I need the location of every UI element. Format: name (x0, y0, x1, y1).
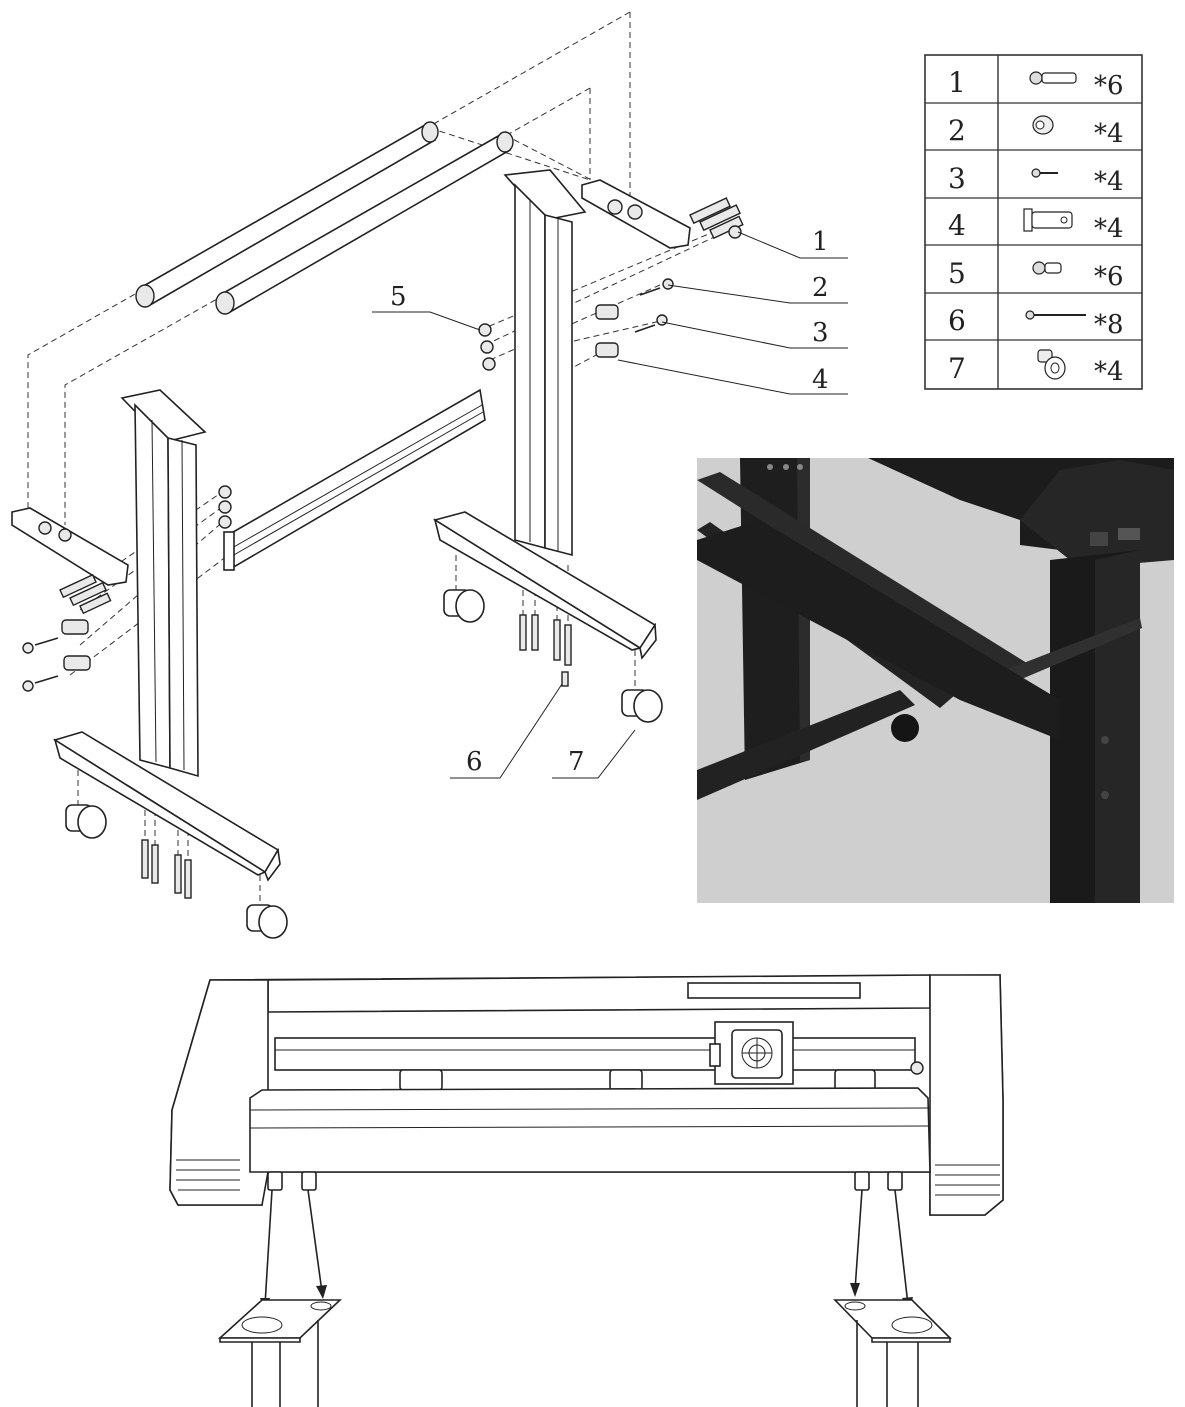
part-number: 6 (948, 304, 966, 337)
callout-1: 1 (737, 227, 848, 259)
short-screw-icon (1031, 168, 1058, 178)
callout-6: 6 (450, 683, 563, 779)
parts-row: 6 *8 (948, 304, 1124, 340)
left-stand-top (217, 1299, 343, 1407)
part-number: 7 (948, 352, 966, 385)
vertical-screws (141, 614, 572, 899)
callout-4: 4 (617, 359, 848, 395)
callout-5: 5 (372, 282, 481, 331)
caster-icon (1037, 349, 1066, 380)
caster-right-rear (443, 589, 485, 623)
part-quantity: *6 (1094, 262, 1124, 292)
parts-row: 1 *6 (948, 66, 1124, 101)
right-stand-top (833, 1299, 952, 1407)
parts-row: 4 *4 (948, 208, 1124, 244)
long-bolt-icon (1029, 71, 1077, 85)
exploded-stand-drawing (11, 11, 744, 939)
callout-7-label: 7 (568, 747, 585, 777)
callout-7: 7 (552, 729, 636, 779)
left-leg (53, 389, 281, 882)
left-bracket (11, 507, 129, 586)
callout-4-label: 4 (812, 365, 829, 395)
left-hardware (22, 485, 232, 692)
parts-row: 2 *4 (948, 114, 1124, 149)
callouts: 1 2 3 4 5 6 7 (372, 227, 848, 779)
parts-table: 1 *6 2 *4 3 *4 4 (924, 54, 1143, 390)
callout-3: 3 (661, 318, 848, 349)
short-bolt-icon (1032, 261, 1062, 275)
parts-row: 3 *4 (948, 162, 1124, 197)
part-quantity: *4 (1094, 167, 1124, 197)
parts-row: 7 *4 (948, 349, 1124, 387)
callout-1-label: 1 (812, 227, 829, 257)
long-screw-icon (1025, 310, 1086, 320)
roller-front (215, 131, 514, 315)
part-quantity: *6 (1094, 71, 1124, 101)
parts-row: 5 *6 (948, 257, 1124, 292)
right-bracket (581, 179, 691, 249)
part-quantity: *4 (1094, 119, 1124, 149)
part-number: 5 (948, 257, 966, 290)
part-number: 1 (948, 66, 966, 99)
casters (65, 589, 663, 939)
part-number: 2 (948, 114, 966, 147)
callout-2-label: 2 (812, 273, 829, 303)
part-quantity: *4 (1094, 214, 1124, 244)
cutter-plotter-drawing (169, 974, 1004, 1407)
part-quantity: *4 (1094, 357, 1124, 387)
caster-left-front (246, 904, 288, 939)
caster-right-front (621, 689, 663, 723)
part-number: 3 (948, 162, 966, 195)
right-leg (433, 169, 657, 660)
assembled-stand-photo (697, 458, 1174, 903)
cross-beam (223, 388, 486, 571)
nut-icon (1032, 115, 1054, 135)
part-quantity: *8 (1094, 310, 1124, 340)
caster-left-rear (65, 804, 107, 839)
callout-2: 2 (667, 273, 848, 304)
part-number: 4 (948, 209, 966, 242)
roller-rear (135, 121, 439, 308)
sleeve-icon (1023, 208, 1073, 232)
callout-3-label: 3 (812, 318, 829, 348)
mounting-arrows (260, 1189, 913, 1312)
callout-6-label: 6 (466, 747, 483, 777)
callout-5-label: 5 (390, 282, 407, 312)
